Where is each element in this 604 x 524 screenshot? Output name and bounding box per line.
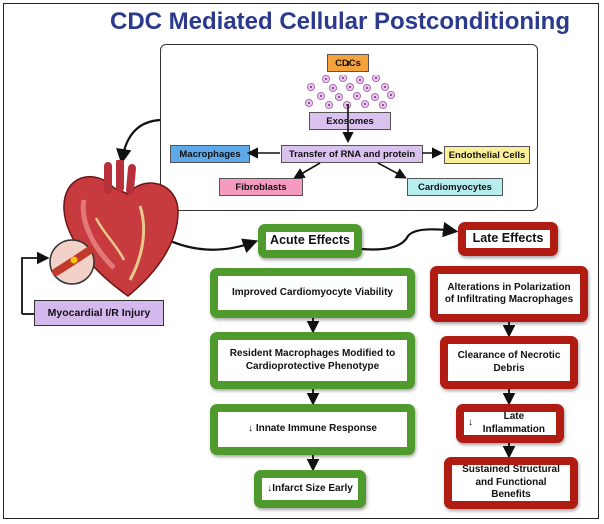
late-inflammation-text: Late Inflammation (482, 411, 545, 435)
late-effects-header: Late Effects (458, 222, 558, 256)
acute-item-viability: Improved Cardiomyocyte Viability (210, 268, 415, 318)
endothelial-cells-label: Endothelial Cells (444, 146, 530, 164)
inset-to-heart-arrow (116, 118, 161, 165)
transfer-rna-protein-label: Transfer of RNA and protein (281, 145, 423, 163)
acute-item-infarct: ↓Infarct Size Early (254, 470, 366, 508)
acute-effects-header: Acute Effects (258, 224, 362, 258)
figure-frame (3, 3, 599, 519)
down-arrow-icon: ↓ (267, 482, 273, 494)
acute-item-macrophages: Resident Macrophages Modified to Cardiop… (210, 332, 415, 389)
late-item-clearance: Clearance of Necrotic Debris (440, 336, 578, 389)
fibroblasts-label: Fibroblasts (219, 178, 303, 196)
injury-loop-arrow (21, 251, 50, 314)
cdc-cells-cluster (304, 75, 395, 109)
acute-item-innate-immune: ↓ Innate Immune Response (210, 404, 415, 455)
late-item-polarization: Alterations in Polarization of Infiltrat… (430, 266, 588, 322)
exosomes-label: Exosomes (309, 112, 391, 130)
infarct-size-text: Infarct Size Early (272, 482, 353, 494)
acute-to-late-arrow (361, 221, 459, 251)
cdc-inset-panel: CDCs Exosomes Transfer of RNA and protei… (160, 44, 538, 211)
cardiomyocytes-label: Cardiomyocytes (407, 178, 503, 196)
down-arrow-icon: ↓ (468, 417, 476, 429)
inset-arrows (246, 61, 444, 179)
down-arrow-icon: ↓ (248, 423, 256, 435)
figure-title: CDC Mediated Cellular Postconditioning (109, 8, 571, 35)
heart-illustration (49, 160, 179, 297)
myocardial-ir-injury-box: Myocardial I/R Injury (34, 300, 164, 326)
late-item-inflammation: ↓ Late Inflammation (456, 404, 564, 443)
innate-immune-text: Innate Immune Response (255, 423, 377, 435)
late-item-sustained-benefits: Sustained Structural and Functional Bene… (444, 457, 578, 509)
